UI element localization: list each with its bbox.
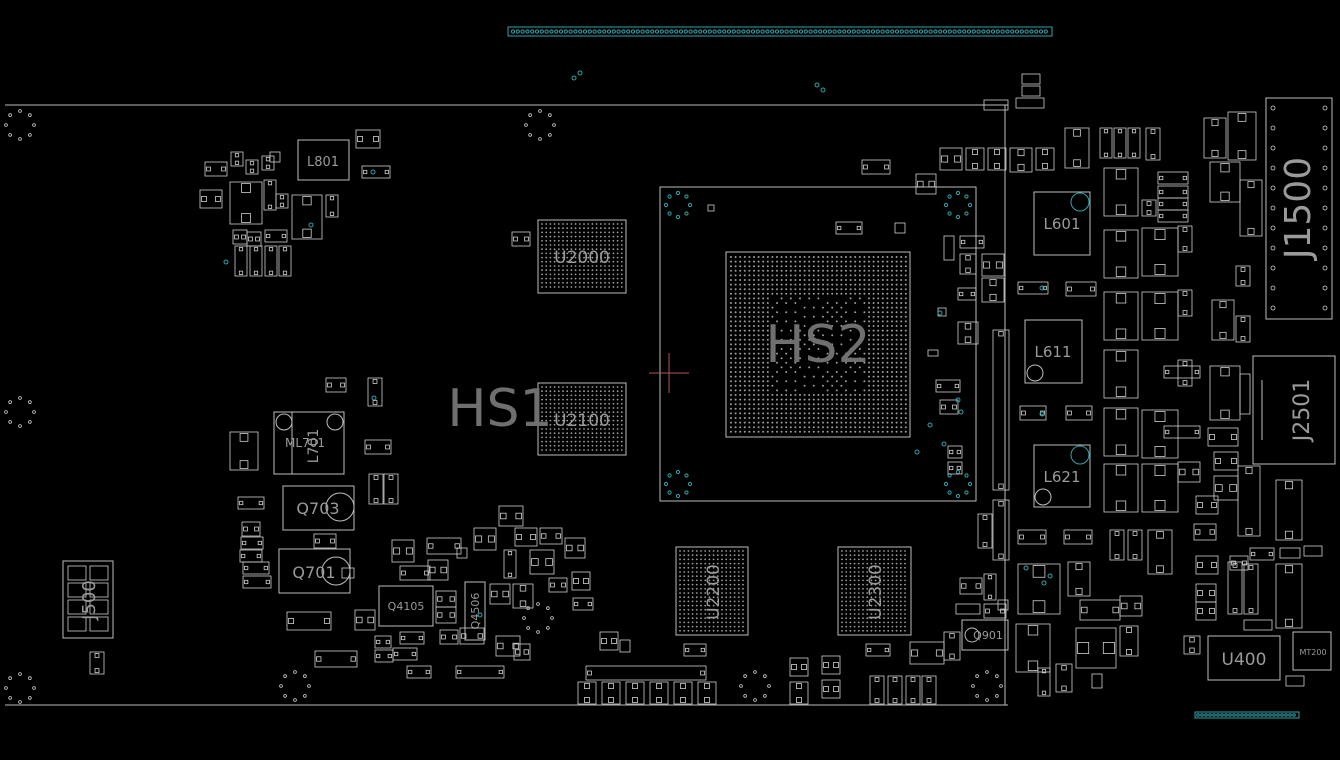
u2300-label: U2300 <box>866 564 886 620</box>
l601-label: L601 <box>1044 215 1081 233</box>
mosfet-q703[interactable]: Q703 <box>282 485 355 531</box>
inductor-ml701[interactable]: ML701 L701 <box>273 411 345 475</box>
l621-label: L621 <box>1044 468 1081 486</box>
u2100-label: U2100 <box>554 411 610 431</box>
highlighted-vias <box>223 70 1053 618</box>
inductor-l611[interactable]: L611 <box>1024 319 1083 384</box>
j2501-label: J2501 <box>1290 379 1315 443</box>
q703-label: Q703 <box>296 499 339 518</box>
mosfet-q4506[interactable]: Q4506 <box>464 581 486 641</box>
u400-label: U400 <box>1222 650 1267 670</box>
j500-label: J500 <box>79 580 100 621</box>
q901-label: Q901 <box>973 629 1003 642</box>
edge-connector-bottom-right[interactable] <box>1194 711 1300 719</box>
connector-j500[interactable]: J500 <box>62 560 114 639</box>
mosfet-q701[interactable]: Q701 <box>278 548 351 594</box>
mosfet-q901[interactable]: Q901 <box>961 619 1009 651</box>
board-outline <box>5 104 1008 706</box>
l701-label: L701 <box>306 429 322 464</box>
crosshair-cursor <box>649 353 689 393</box>
j1500-label: J1500 <box>1278 157 1319 261</box>
q4506-label: Q4506 <box>469 593 482 630</box>
u2200-label: U2200 <box>704 564 724 620</box>
memory-chip-u2300[interactable]: U2300 <box>837 546 912 636</box>
inductor-l801[interactable]: L801 <box>297 139 350 181</box>
mounting-holes <box>4 109 1003 704</box>
connector-j2501[interactable]: J2501 <box>1252 355 1336 465</box>
ml701-label: ML701 <box>285 436 325 450</box>
edge-connector-top[interactable] <box>507 26 1053 37</box>
q701-label: Q701 <box>292 563 335 582</box>
gpu-outline[interactable] <box>659 186 977 502</box>
passive-components[interactable] <box>89 73 1323 705</box>
controller-u400[interactable]: U400 <box>1207 635 1281 681</box>
mt200-label: MT200 <box>1299 648 1326 657</box>
inductor-l621[interactable]: L621 <box>1033 444 1091 508</box>
u2000-label: U2000 <box>554 248 610 268</box>
l801-label: L801 <box>307 155 339 170</box>
memory-chip-u2100[interactable]: U2100 <box>537 382 627 456</box>
hs1-label: HS1 <box>447 379 552 439</box>
hs2-label: HS2 <box>765 315 870 375</box>
connector-j1500[interactable]: J1500 <box>1265 97 1333 320</box>
mount-mt200[interactable]: MT200 <box>1292 631 1332 671</box>
memory-chip-u2200[interactable]: U2200 <box>675 546 749 636</box>
l611-label: L611 <box>1035 343 1072 361</box>
q4105-label: Q4105 <box>388 600 425 613</box>
inductor-l601[interactable]: L601 <box>1033 191 1091 256</box>
memory-chip-u2000[interactable]: U2000 <box>537 219 627 294</box>
mosfet-q4105[interactable]: Q4105 <box>378 585 434 627</box>
